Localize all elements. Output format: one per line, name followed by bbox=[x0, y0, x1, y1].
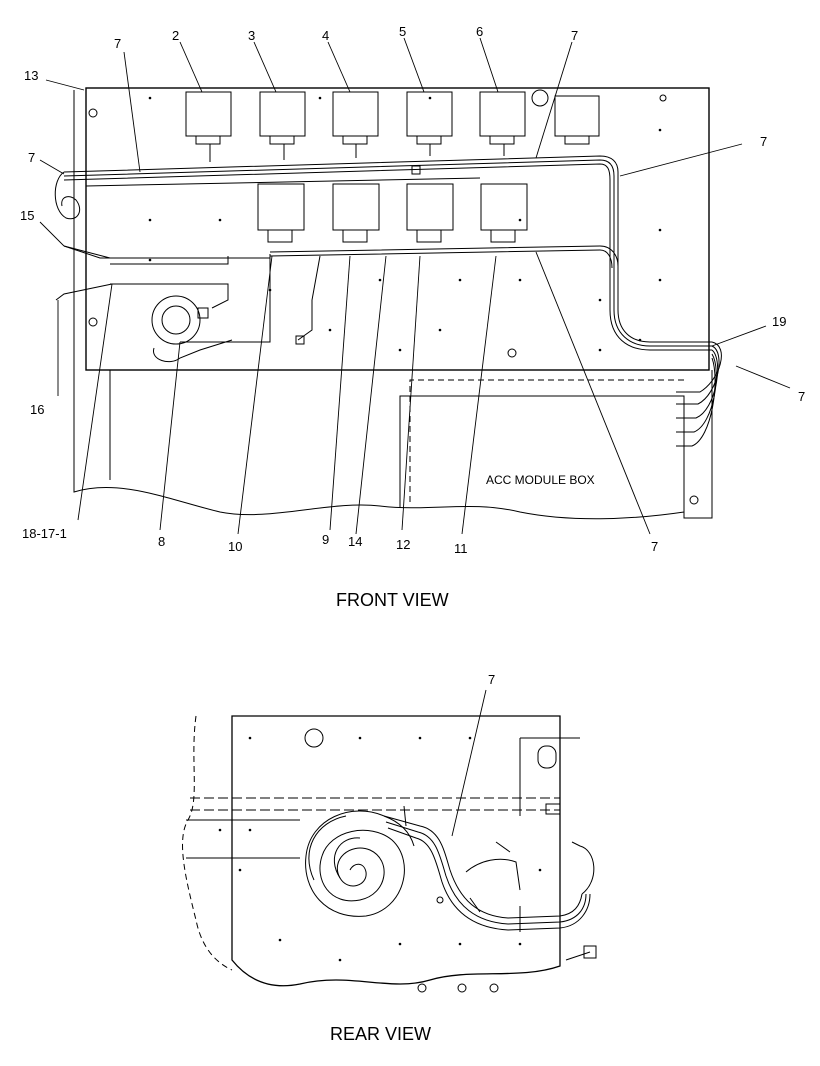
front-panel bbox=[85, 87, 710, 371]
rear-callout-7: 7 bbox=[488, 672, 495, 687]
front-view-title: FRONT VIEW bbox=[336, 590, 449, 610]
rear-harness bbox=[383, 805, 597, 961]
acc-module-box-outline bbox=[73, 90, 685, 520]
callout-8: 8 bbox=[158, 534, 165, 549]
leader-lines bbox=[39, 37, 791, 535]
rear-panel-outline bbox=[231, 715, 561, 987]
callout-6: 6 bbox=[476, 24, 483, 39]
rear-view-drawing bbox=[182, 689, 597, 993]
front-callouts: 13 7 2 3 4 5 6 7 7 7 15 19 7 16 18-17-1 … bbox=[20, 24, 805, 556]
callout-10: 10 bbox=[228, 539, 242, 554]
callout-12: 12 bbox=[396, 537, 410, 552]
rear-view-title: REAR VIEW bbox=[330, 1024, 431, 1044]
rear-cutout-left bbox=[182, 715, 233, 971]
module-row-top bbox=[185, 91, 600, 145]
callout-5: 5 bbox=[399, 24, 406, 39]
callout-7-bottom: 7 bbox=[651, 539, 658, 554]
front-panel-dots bbox=[148, 96, 662, 352]
callout-14: 14 bbox=[348, 534, 362, 549]
callout-19: 19 bbox=[772, 314, 786, 329]
callout-9: 9 bbox=[322, 532, 329, 547]
callout-7-top-left: 7 bbox=[114, 36, 121, 51]
callout-4: 4 bbox=[322, 28, 329, 43]
harness-upper bbox=[63, 144, 712, 351]
callout-11: 11 bbox=[454, 541, 468, 556]
callout-3: 3 bbox=[248, 28, 255, 43]
callout-13: 13 bbox=[24, 68, 38, 83]
front-view-drawing bbox=[39, 37, 791, 535]
callout-7-left: 7 bbox=[28, 150, 35, 165]
callout-15: 15 bbox=[20, 208, 34, 223]
callout-16: 16 bbox=[30, 402, 44, 417]
harness-lower bbox=[63, 245, 619, 345]
callout-2: 2 bbox=[172, 28, 179, 43]
module-row-bottom bbox=[257, 183, 528, 243]
callout-7-right: 7 bbox=[798, 389, 805, 404]
callout-7-top-right: 7 bbox=[571, 28, 578, 43]
rear-leader-7 bbox=[451, 689, 487, 837]
motor-assembly bbox=[151, 295, 233, 363]
left-wire-loop bbox=[54, 171, 81, 220]
rod-16 bbox=[55, 283, 113, 301]
rear-panel-dots bbox=[218, 736, 542, 962]
wire-coil bbox=[305, 810, 415, 917]
callout-18-17-1: 18-17-1 bbox=[22, 526, 67, 541]
callout-7-right-upper: 7 bbox=[760, 134, 767, 149]
exit-wires bbox=[676, 341, 722, 447]
acc-module-box-label: ACC MODULE BOX bbox=[486, 473, 595, 487]
rod-15 bbox=[63, 245, 111, 259]
